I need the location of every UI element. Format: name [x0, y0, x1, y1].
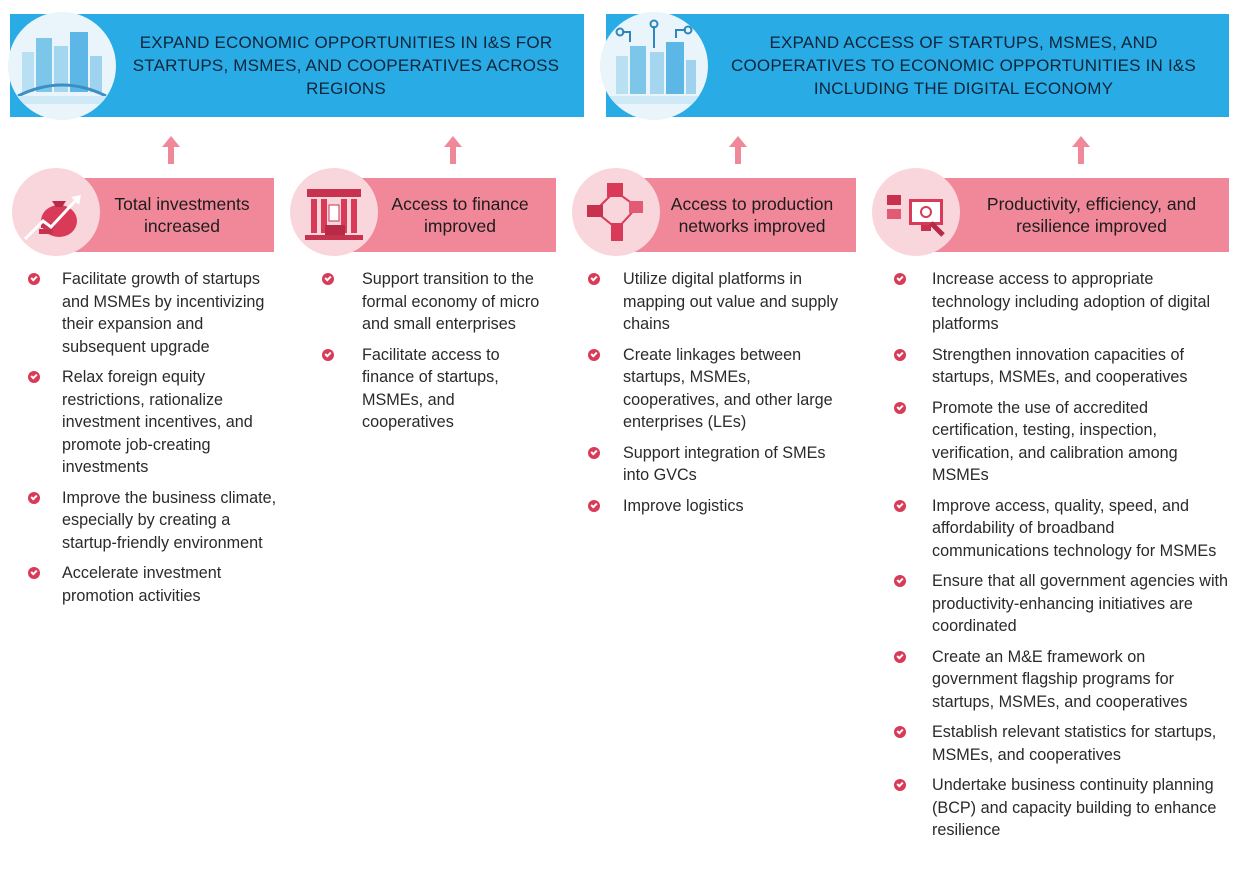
list-item: Promote the use of accredited certificat…: [894, 397, 1230, 487]
list-item: Improve the business climate, especially…: [28, 487, 282, 555]
up-arrow-icon: [729, 136, 747, 164]
check-bullet-icon: [28, 491, 40, 504]
check-bullet-icon: [322, 348, 334, 361]
action-list-production-networks: Utilize digital platforms in mapping out…: [588, 268, 841, 525]
list-item: Relax foreign equity restrictions, ratio…: [28, 366, 282, 479]
check-bullet-icon: [894, 499, 906, 512]
list-item: Create an M&E framework on government fl…: [894, 646, 1230, 714]
up-arrow-icon: [1072, 136, 1090, 164]
list-item: Accelerate investment promotion activiti…: [28, 562, 282, 607]
bank-icon: [290, 168, 378, 256]
check-bullet-icon: [894, 575, 906, 587]
card-title: Productivity, efficiency, and resilience…: [986, 194, 1197, 236]
check-bullet-icon: [322, 273, 334, 285]
action-list-productivity: Increase access to appropriate technolog…: [894, 268, 1230, 850]
card-title: Total investments increased: [114, 194, 250, 236]
check-bullet-icon: [894, 273, 906, 285]
check-bullet-icon: [28, 273, 40, 285]
action-list-finance: Support transition to the formal economy…: [322, 268, 542, 442]
check-bullet-icon: [894, 401, 906, 414]
check-bullet-icon: [588, 348, 600, 361]
action-list-investments: Facilitate growth of startups and MSMEs …: [28, 268, 282, 615]
list-item: Improve logistics: [588, 495, 841, 518]
check-bullet-icon: [588, 273, 600, 285]
digital-city-icon: [600, 12, 708, 120]
list-item: Utilize digital platforms in mapping out…: [588, 268, 841, 336]
money-bag-growth-icon: [12, 168, 100, 256]
network-icon: [572, 168, 660, 256]
city-icon: [8, 12, 116, 120]
check-bullet-icon: [588, 446, 600, 459]
list-item: Establish relevant statistics for startu…: [894, 721, 1230, 766]
check-bullet-icon: [894, 779, 906, 791]
banner-title: EXPAND ECONOMIC OPPORTUNITIES IN I&S FOR…: [132, 33, 560, 98]
check-bullet-icon: [28, 567, 40, 579]
up-arrow-icon: [162, 136, 180, 164]
card-title: Access to production networks improved: [670, 194, 834, 236]
banner-title: EXPAND ACCESS OF STARTUPS, MSMES, AND CO…: [731, 33, 1196, 98]
computer-icon: [872, 168, 960, 256]
list-item: Facilitate access to finance of startups…: [322, 344, 542, 434]
check-bullet-icon: [894, 726, 906, 738]
outcome-card-productivity: Productivity, efficiency, and resilience…: [916, 178, 1229, 252]
list-item: Strengthen innovation capacities of star…: [894, 344, 1230, 389]
list-item: Support integration of SMEs into GVCs: [588, 442, 841, 487]
up-arrow-icon: [444, 136, 462, 164]
list-item: Undertake business continuity planning (…: [894, 774, 1230, 842]
list-item: Support transition to the formal economy…: [322, 268, 542, 336]
list-item: Facilitate growth of startups and MSMEs …: [28, 268, 282, 358]
check-bullet-icon: [894, 348, 906, 361]
list-item: Create linkages between startups, MSMEs,…: [588, 344, 841, 434]
list-item: Increase access to appropriate technolog…: [894, 268, 1230, 336]
outcome-banner-digital-economy: EXPAND ACCESS OF STARTUPS, MSMES, AND CO…: [606, 14, 1229, 117]
check-bullet-icon: [28, 371, 40, 383]
check-bullet-icon: [894, 650, 906, 663]
list-item: Improve access, quality, speed, and affo…: [894, 495, 1230, 563]
check-bullet-icon: [588, 499, 600, 512]
card-title: Access to finance improved: [391, 194, 529, 236]
list-item: Ensure that all government agencies with…: [894, 570, 1230, 638]
